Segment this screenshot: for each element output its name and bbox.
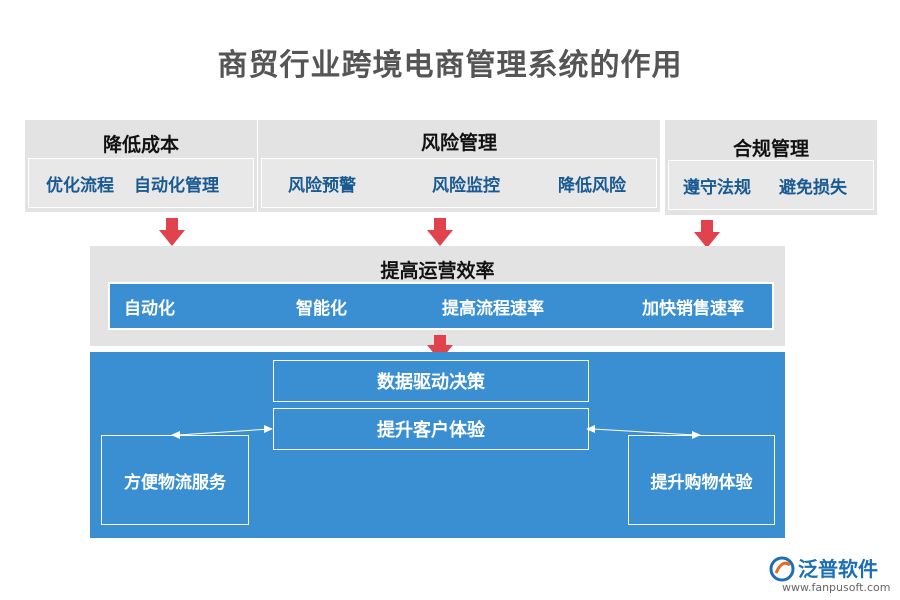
box-customer-experience: 提升客户体验 [273, 408, 589, 450]
group-cost-heading: 降低成本 [102, 134, 179, 156]
group-risk-item-3: 降低风险 [558, 176, 626, 196]
arrow-down-icon [694, 220, 720, 248]
group-compliance-heading: 合规管理 [732, 138, 809, 160]
group-risk-item-2: 风险监控 [432, 176, 500, 196]
efficiency-item-3: 提高流程速率 [442, 298, 544, 319]
outcome-section [90, 352, 785, 538]
efficiency-strip: 自动化 智能化 提高流程速率 加快销售速率 [108, 282, 774, 330]
logo-icon [769, 556, 795, 582]
group-risk: 风险管理 风险预警 风险监控 降低风险 [258, 120, 660, 212]
logo-url: www.fanpusoft.com [782, 581, 891, 594]
efficiency-item-1: 自动化 [124, 298, 175, 319]
efficiency-item-4: 加快销售速率 [642, 298, 744, 319]
group-risk-item-1: 风险预警 [288, 176, 356, 196]
group-risk-panel: 风险预警 风险监控 降低风险 [261, 158, 657, 208]
group-compliance: 合规管理 遵守法规 避免损失 [665, 120, 877, 215]
brand-logo: 泛普软件 www.fanpusoft.com [768, 553, 893, 595]
group-cost-panel: 优化流程 自动化管理 [28, 158, 254, 208]
group-compliance-panel: 遵守法规 避免损失 [668, 160, 874, 210]
group-compliance-item-2: 避免损失 [779, 178, 847, 198]
group-cost: 降低成本 优化流程 自动化管理 [25, 120, 257, 212]
connector-right [586, 425, 701, 439]
group-cost-item-1: 优化流程 [46, 176, 114, 196]
connector-left [171, 425, 273, 439]
group-cost-item-2: 自动化管理 [134, 176, 219, 196]
group-risk-heading: 风险管理 [420, 132, 497, 154]
box-shopping: 提升购物体验 [628, 435, 775, 525]
arrow-down-icon [427, 218, 453, 246]
efficiency-section: 提高运营效率 自动化 智能化 提高流程速率 加快销售速率 [90, 246, 785, 346]
group-compliance-item-1: 遵守法规 [683, 178, 751, 198]
arrow-down-icon [159, 218, 185, 246]
logo-name: 泛普软件 [798, 557, 878, 581]
efficiency-item-2: 智能化 [296, 298, 347, 319]
efficiency-heading: 提高运营效率 [380, 260, 495, 282]
box-data-driven: 数据驱动决策 [273, 360, 589, 402]
box-logistics: 方便物流服务 [101, 435, 249, 525]
page-title: 商贸行业跨境电商管理系统的作用 [217, 48, 683, 83]
